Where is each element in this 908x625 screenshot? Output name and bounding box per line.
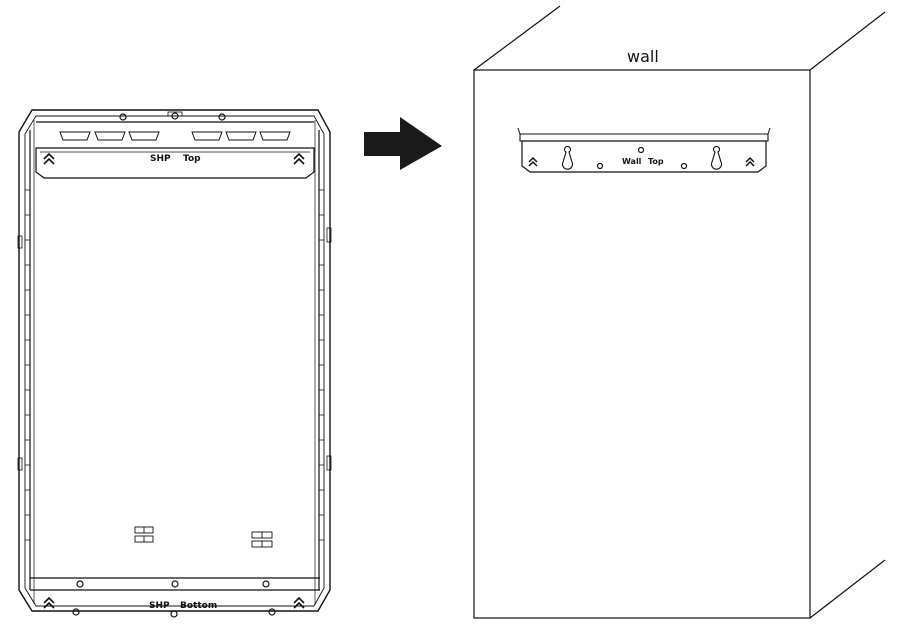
vent-slots	[60, 132, 290, 140]
double-chevron-up-icon	[294, 154, 304, 164]
screw-icon	[120, 113, 225, 120]
screw-icon	[77, 581, 269, 587]
right-arrow-icon	[364, 117, 442, 170]
wall-bracket-label-top: Top	[648, 157, 664, 166]
double-chevron-up-icon	[294, 598, 304, 608]
wall-bracket	[518, 128, 770, 172]
device-top-label-top: Top	[183, 154, 201, 164]
wall-bracket-label-wall: Wall	[622, 157, 642, 166]
double-chevron-up-icon	[746, 158, 754, 166]
device-bottom-label-shp: SHP	[149, 601, 170, 611]
screw-hole-icon	[639, 148, 644, 153]
double-chevron-up-icon	[529, 158, 537, 166]
device-bottom-label-bottom: Bottom	[180, 601, 217, 611]
keyhole-slot-icon	[563, 146, 573, 169]
screw-hole-icon	[73, 609, 275, 617]
wall-label: wall	[627, 47, 659, 66]
double-chevron-up-icon	[44, 154, 54, 164]
top-bracket	[36, 148, 314, 178]
wall-box	[474, 6, 885, 618]
keyhole-slot-icon	[712, 146, 722, 169]
connector-block-right	[252, 532, 272, 547]
screw-hole-icon	[598, 164, 603, 169]
double-chevron-up-icon	[44, 598, 54, 608]
device-top-label-shp: SHP	[150, 154, 171, 164]
right-rail-slots	[319, 190, 324, 540]
connector-block-left	[135, 527, 153, 542]
device-back-panel	[18, 110, 331, 617]
left-rail-slots	[25, 190, 30, 540]
screw-hole-icon	[682, 164, 687, 169]
